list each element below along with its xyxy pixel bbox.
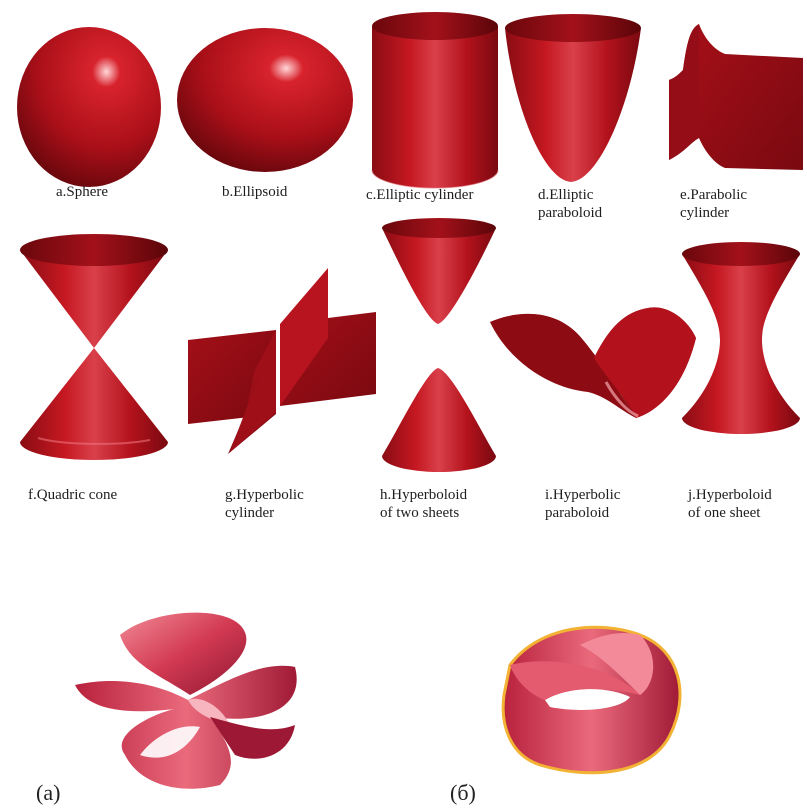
- panel-a-surface-shape: [70, 605, 310, 795]
- hyperbolic-cylinder-shape: [188, 268, 378, 458]
- quadric-cone-shape: [18, 232, 170, 464]
- hyperboloid-one-sheet-figure: [680, 240, 802, 438]
- elliptic-paraboloid-figure: [503, 10, 643, 185]
- caption-ellipsoid: b.Ellipsoid: [222, 183, 287, 201]
- panel-b-label: (б): [450, 780, 476, 806]
- sphere-figure: [10, 10, 160, 180]
- hyperbolic-cylinder-figure: [188, 268, 378, 458]
- parabolic-cylinder-figure: [665, 20, 807, 180]
- elliptic-cylinder-figure: [368, 10, 498, 185]
- quadric-cone-figure: [18, 232, 170, 464]
- hyperbolic-paraboloid-figure: [488, 300, 698, 425]
- hyperbolic-paraboloid-shape: [488, 300, 698, 425]
- ellipsoid-shape: [175, 20, 365, 180]
- caption-sphere: a.Sphere: [56, 183, 108, 201]
- hyperboloid-two-sheets-figure: [380, 216, 500, 478]
- elliptic-cylinder-shape: [368, 10, 498, 185]
- caption-elliptic-cylinder: c.Elliptic cylinder: [366, 186, 473, 204]
- caption-hyperbolic-cylinder: g.Hyperbolic cylinder: [225, 486, 304, 522]
- mobius-strip-shape: [490, 615, 690, 785]
- caption-hyperboloid-one-sheet: j.Hyperboloid of one sheet: [688, 486, 772, 522]
- ellipsoid-figure: [175, 20, 365, 180]
- caption-quadric-cone: f.Quadric cone: [28, 486, 117, 504]
- panel-a-surface-figure: [70, 605, 310, 795]
- mobius-strip-figure: [490, 615, 690, 785]
- elliptic-paraboloid-shape: [503, 10, 643, 185]
- caption-parabolic-cylinder: e.Parabolic cylinder: [680, 186, 747, 222]
- parabolic-cylinder-shape: [665, 20, 807, 180]
- caption-hyperboloid-two-sheets: h.Hyperboloid of two sheets: [380, 486, 467, 522]
- hyperboloid-two-sheets-shape: [380, 216, 500, 478]
- sphere-shape: [10, 10, 160, 180]
- caption-hyperbolic-paraboloid: i.Hyperbolic paraboloid: [545, 486, 620, 522]
- panel-a-label: (a): [36, 780, 60, 806]
- hyperboloid-one-sheet-shape: [680, 240, 802, 438]
- caption-elliptic-paraboloid: d.Elliptic paraboloid: [538, 186, 602, 222]
